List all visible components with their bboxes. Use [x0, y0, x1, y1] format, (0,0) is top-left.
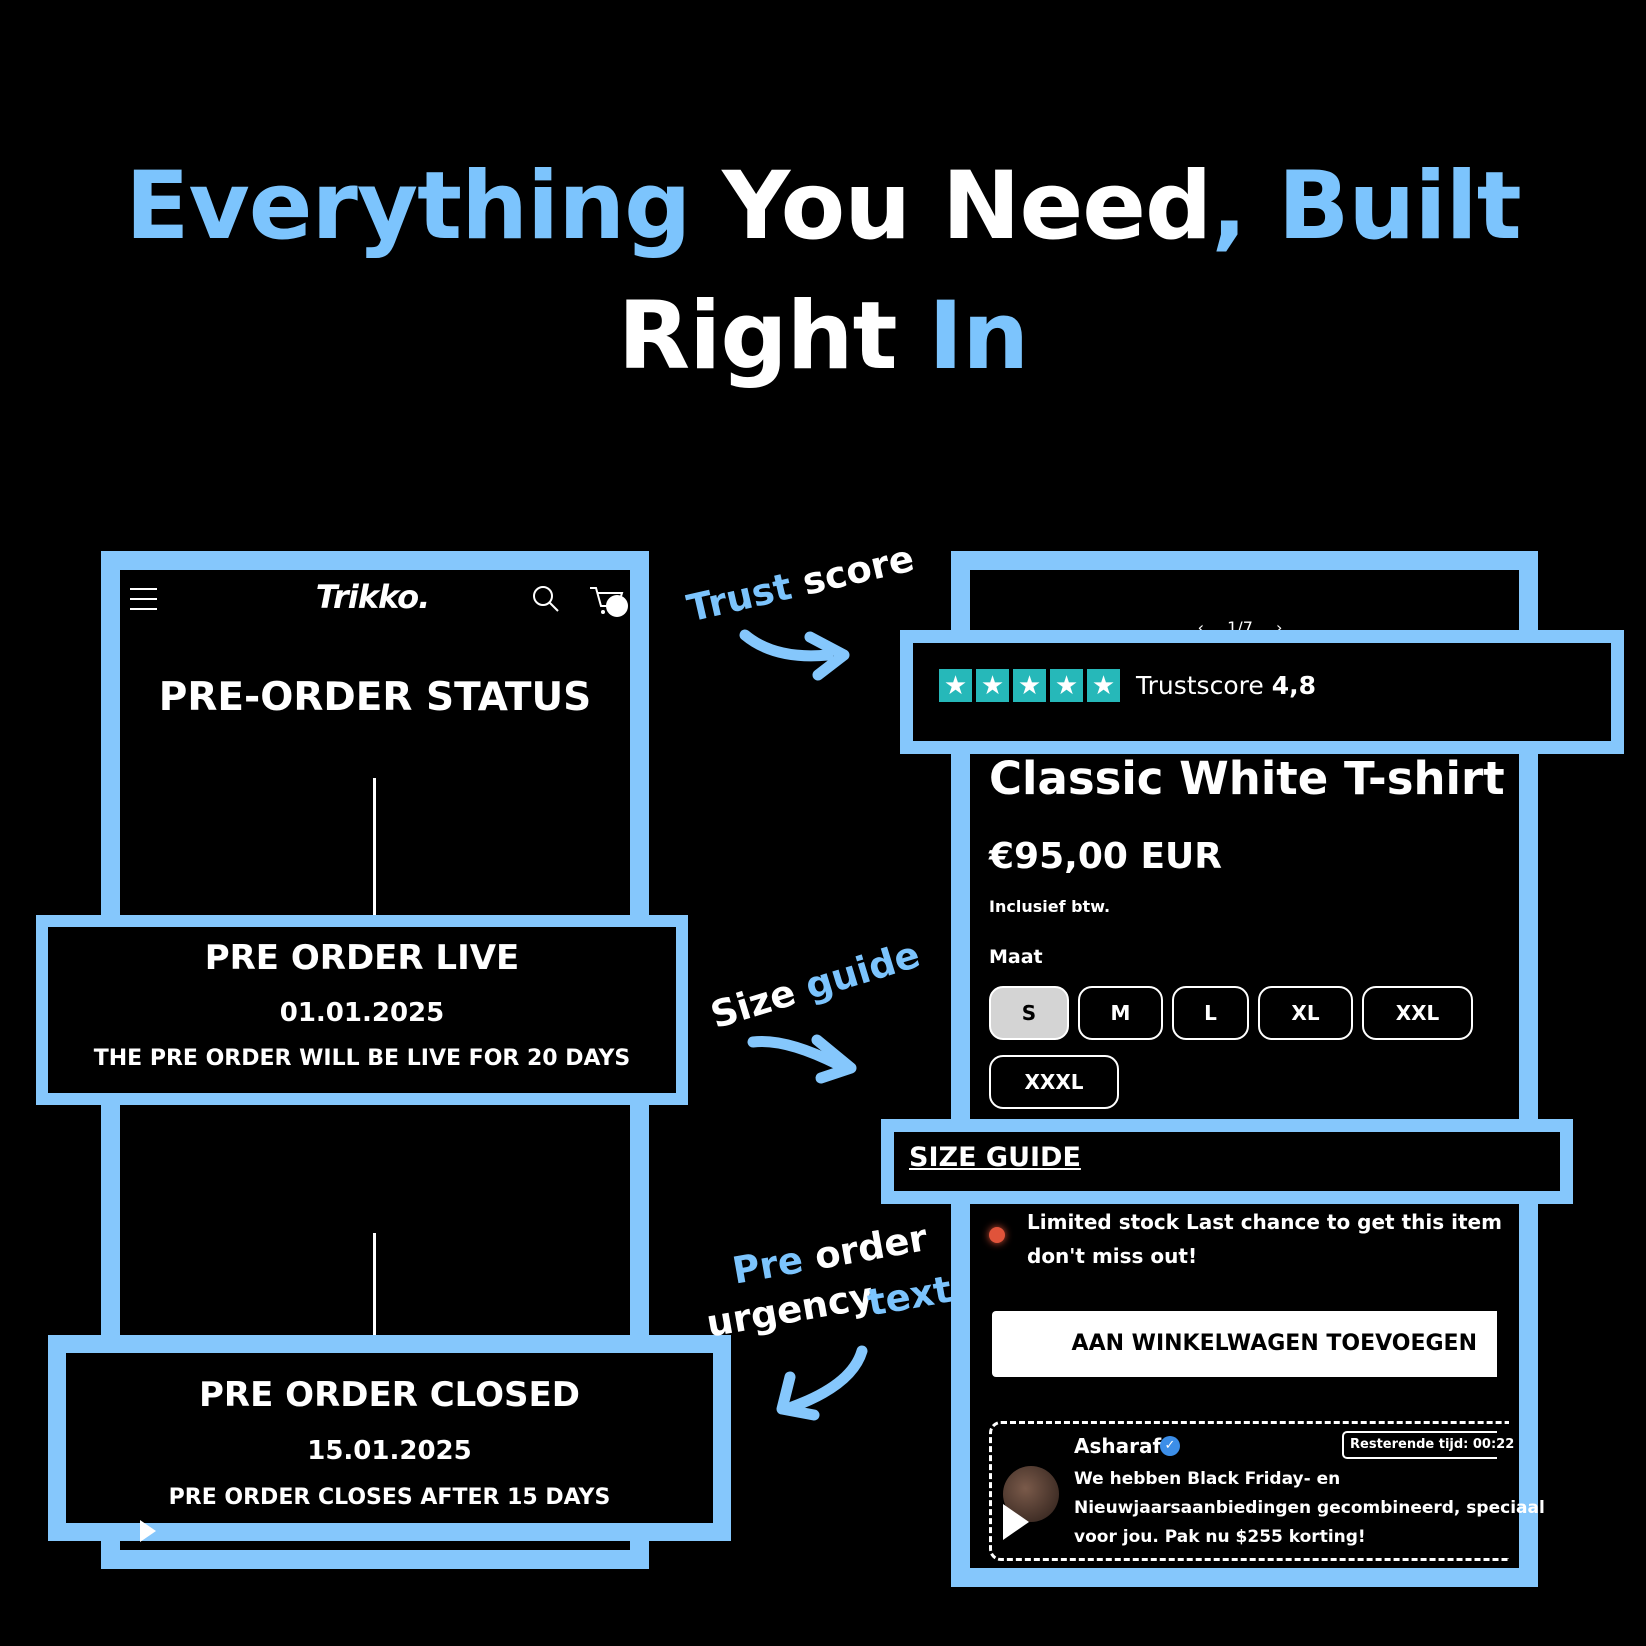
- headline-word: , Built: [1211, 152, 1521, 261]
- annotation-word: score: [785, 536, 919, 607]
- annotation-word: urgency: [703, 1274, 877, 1346]
- pre-order-status-title: PRE-ORDER STATUS: [158, 675, 592, 720]
- pre-order-live-date: 01.01.2025: [279, 998, 445, 1028]
- chevron-right-icon[interactable]: ›: [1275, 618, 1283, 637]
- pre-order-closed-card: [48, 1335, 731, 1541]
- product-price: €95,00 EUR: [989, 836, 1222, 877]
- trustscore-value: 4,8: [1271, 671, 1316, 700]
- trustscore-text: Trustscore 4,8: [1136, 671, 1316, 700]
- stock-indicator-dot: [989, 1227, 1005, 1243]
- chevron-left-icon[interactable]: ‹: [1197, 618, 1205, 637]
- menu-icon[interactable]: [130, 586, 157, 612]
- arrow-icon: [776, 1345, 868, 1421]
- annotation-word: guide: [800, 932, 925, 1009]
- size-option-xxxl[interactable]: XXXL: [989, 1055, 1119, 1109]
- pre-order-live-title: PRE ORDER LIVE: [204, 938, 520, 978]
- pre-order-annotation-line-2b: text: [864, 1268, 955, 1325]
- star-icon: ★: [939, 669, 972, 702]
- headline-word: You Need: [690, 152, 1212, 261]
- headline-line-2: Right In: [0, 290, 1646, 384]
- size-option-xl[interactable]: XL: [1258, 986, 1353, 1040]
- trustscore-card: [900, 630, 1624, 754]
- pre-order-live-note: THE PRE ORDER WILL BE LIVE FOR 20 DAYS: [93, 1046, 631, 1071]
- size-option-xxl[interactable]: XXL: [1362, 986, 1473, 1040]
- pre-order-closed-date: 15.01.2025: [307, 1436, 472, 1466]
- stock-message: Limited stock Last chance to get this it…: [1027, 1205, 1502, 1273]
- review-line: voor jou. Pak nu $255 korting!: [1074, 1527, 1366, 1547]
- review-text: We hebben Black Friday- en Nieuwjaarsaan…: [1074, 1465, 1545, 1552]
- trust-score-annotation: Trust score: [683, 537, 918, 631]
- size-option-l[interactable]: L: [1172, 986, 1249, 1040]
- annotation-word: text: [864, 1267, 955, 1325]
- headline-word: Everything: [125, 152, 691, 261]
- timer-badge: Resterende tijd: 00:22: [1342, 1431, 1514, 1459]
- trust-stars: ★ ★ ★ ★ ★: [939, 669, 1124, 702]
- add-to-cart-button[interactable]: AAN WINKELWAGEN TOEVOEGEN: [992, 1311, 1497, 1377]
- headline-word: In: [928, 282, 1029, 391]
- annotation-word: Pre: [729, 1238, 807, 1293]
- stock-line: don't miss out!: [1027, 1244, 1198, 1268]
- annotation-word: order: [798, 1216, 931, 1281]
- star-icon: ★: [1050, 669, 1083, 702]
- size-option-s[interactable]: S: [989, 986, 1069, 1040]
- timeline-line: [373, 1233, 376, 1343]
- product-title: Classic White T-shirt: [989, 752, 1505, 805]
- review-line: Nieuwjaarsaanbiedingen gecombineerd, spe…: [1074, 1498, 1545, 1518]
- trustscore-label: Trustscore: [1136, 671, 1264, 700]
- play-icon: [140, 1520, 156, 1542]
- size-guide-annotation: Size guide: [706, 933, 925, 1037]
- headline-line-1: Everything You Need, Built: [0, 160, 1646, 254]
- play-icon[interactable]: [1003, 1504, 1029, 1540]
- arrow-icon: [739, 629, 850, 681]
- tax-note: Inclusief btw.: [989, 897, 1111, 916]
- review-line: We hebben Black Friday- en: [1074, 1469, 1341, 1489]
- review-card: [989, 1421, 1509, 1561]
- search-icon[interactable]: [532, 585, 560, 613]
- annotation-word: Size: [705, 967, 813, 1038]
- arrow-icon: [747, 1034, 857, 1084]
- brand-logo[interactable]: Trikko.: [315, 578, 431, 616]
- size-guide-link[interactable]: SIZE GUIDE: [909, 1142, 1081, 1173]
- reviewer-name: Asharaf: [1074, 1434, 1162, 1458]
- gallery-counter: ‹ 1/7 ›: [1190, 618, 1290, 637]
- size-option-m[interactable]: M: [1078, 986, 1163, 1040]
- verified-icon: ✓: [1160, 1436, 1180, 1456]
- size-guide-card: [881, 1119, 1573, 1204]
- annotation-word: Trust: [683, 564, 796, 631]
- pre-order-live-card: [36, 915, 688, 1105]
- stock-line: Limited stock Last chance to get this it…: [1027, 1210, 1502, 1234]
- cart-icon[interactable]: [588, 582, 628, 620]
- pre-order-closed-title: PRE ORDER CLOSED: [199, 1375, 580, 1415]
- size-label: Maat: [989, 946, 1043, 968]
- pre-order-annotation-line-2: urgency: [703, 1274, 876, 1346]
- pre-order-closed-note: PRE ORDER CLOSES AFTER 15 DAYS: [168, 1485, 611, 1510]
- star-icon: ★: [976, 669, 1009, 702]
- timer-text: Resterende tijd: 00:22: [1350, 1437, 1515, 1452]
- headline-word: Right: [617, 282, 929, 391]
- star-icon: ★: [1087, 669, 1120, 702]
- timeline-line: [373, 778, 376, 916]
- star-icon: ★: [1013, 669, 1046, 702]
